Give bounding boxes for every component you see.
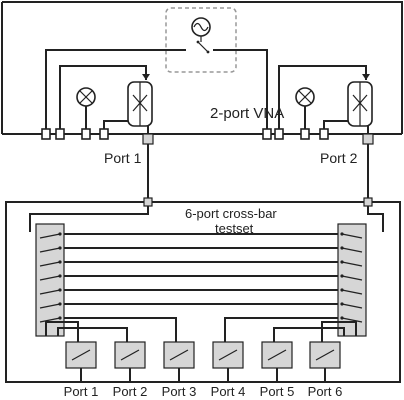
output-port-pins (80, 368, 326, 382)
testset-label-line2: testset (215, 221, 254, 236)
switch-tap-right (340, 260, 363, 267)
switch-tap-left (39, 288, 62, 295)
vna-port-2-label: Port 2 (320, 150, 358, 166)
testset-port-1-label: Port 1 (64, 384, 99, 399)
vna-port-1-label: Port 1 (104, 150, 142, 166)
spdt-switch-icon (163, 341, 195, 369)
switch-tap-right (340, 232, 363, 239)
lamp-detector-icon (76, 87, 96, 107)
vna-label: 2-port VNA (210, 105, 284, 122)
switch-tap-left (39, 246, 62, 253)
switch-tap-left (39, 232, 62, 239)
vna-port-2-connector (362, 126, 374, 145)
switch-tap-right (340, 246, 363, 253)
testset-port-2-label: Port 2 (113, 384, 148, 399)
rf-source-switch (165, 7, 237, 73)
testset-port-6-label: Port 6 (308, 384, 343, 399)
sine-wave (193, 22, 209, 32)
spdt-switch-icon (261, 341, 293, 369)
switch-tap-left (39, 260, 62, 267)
switch-tap-right (340, 274, 363, 281)
spdt-switch-icon (212, 341, 244, 369)
testset-label-line1: 6-port cross-bar (185, 206, 277, 221)
switch-tap-left (39, 302, 62, 309)
testset-port-3-label: Port 3 (162, 384, 197, 399)
lamp-detector-icon (295, 87, 315, 107)
switch-arm (197, 41, 209, 53)
vna-port-1-connector (142, 126, 154, 145)
directional-coupler-icon (127, 81, 153, 127)
switch-connections (45, 317, 357, 342)
directional-coupler-icon (347, 81, 373, 127)
crossbar-lines (64, 233, 338, 305)
switch-tap-right (340, 302, 363, 309)
switch-tap-left (39, 316, 62, 323)
switch-tap-right (340, 316, 363, 323)
vna-enclosure (1, 1, 403, 135)
testset-port-4-label: Port 4 (211, 384, 246, 399)
vna-connectors (41, 128, 329, 140)
spdt-switch-icon (114, 341, 146, 369)
testset-enclosure (5, 201, 401, 383)
switch-tap-right (340, 288, 363, 295)
testset-port-5-label: Port 5 (260, 384, 295, 399)
spdt-switch-icon (65, 341, 97, 369)
spdt-switch-icon (309, 341, 341, 369)
switch-tap-left (39, 274, 62, 281)
